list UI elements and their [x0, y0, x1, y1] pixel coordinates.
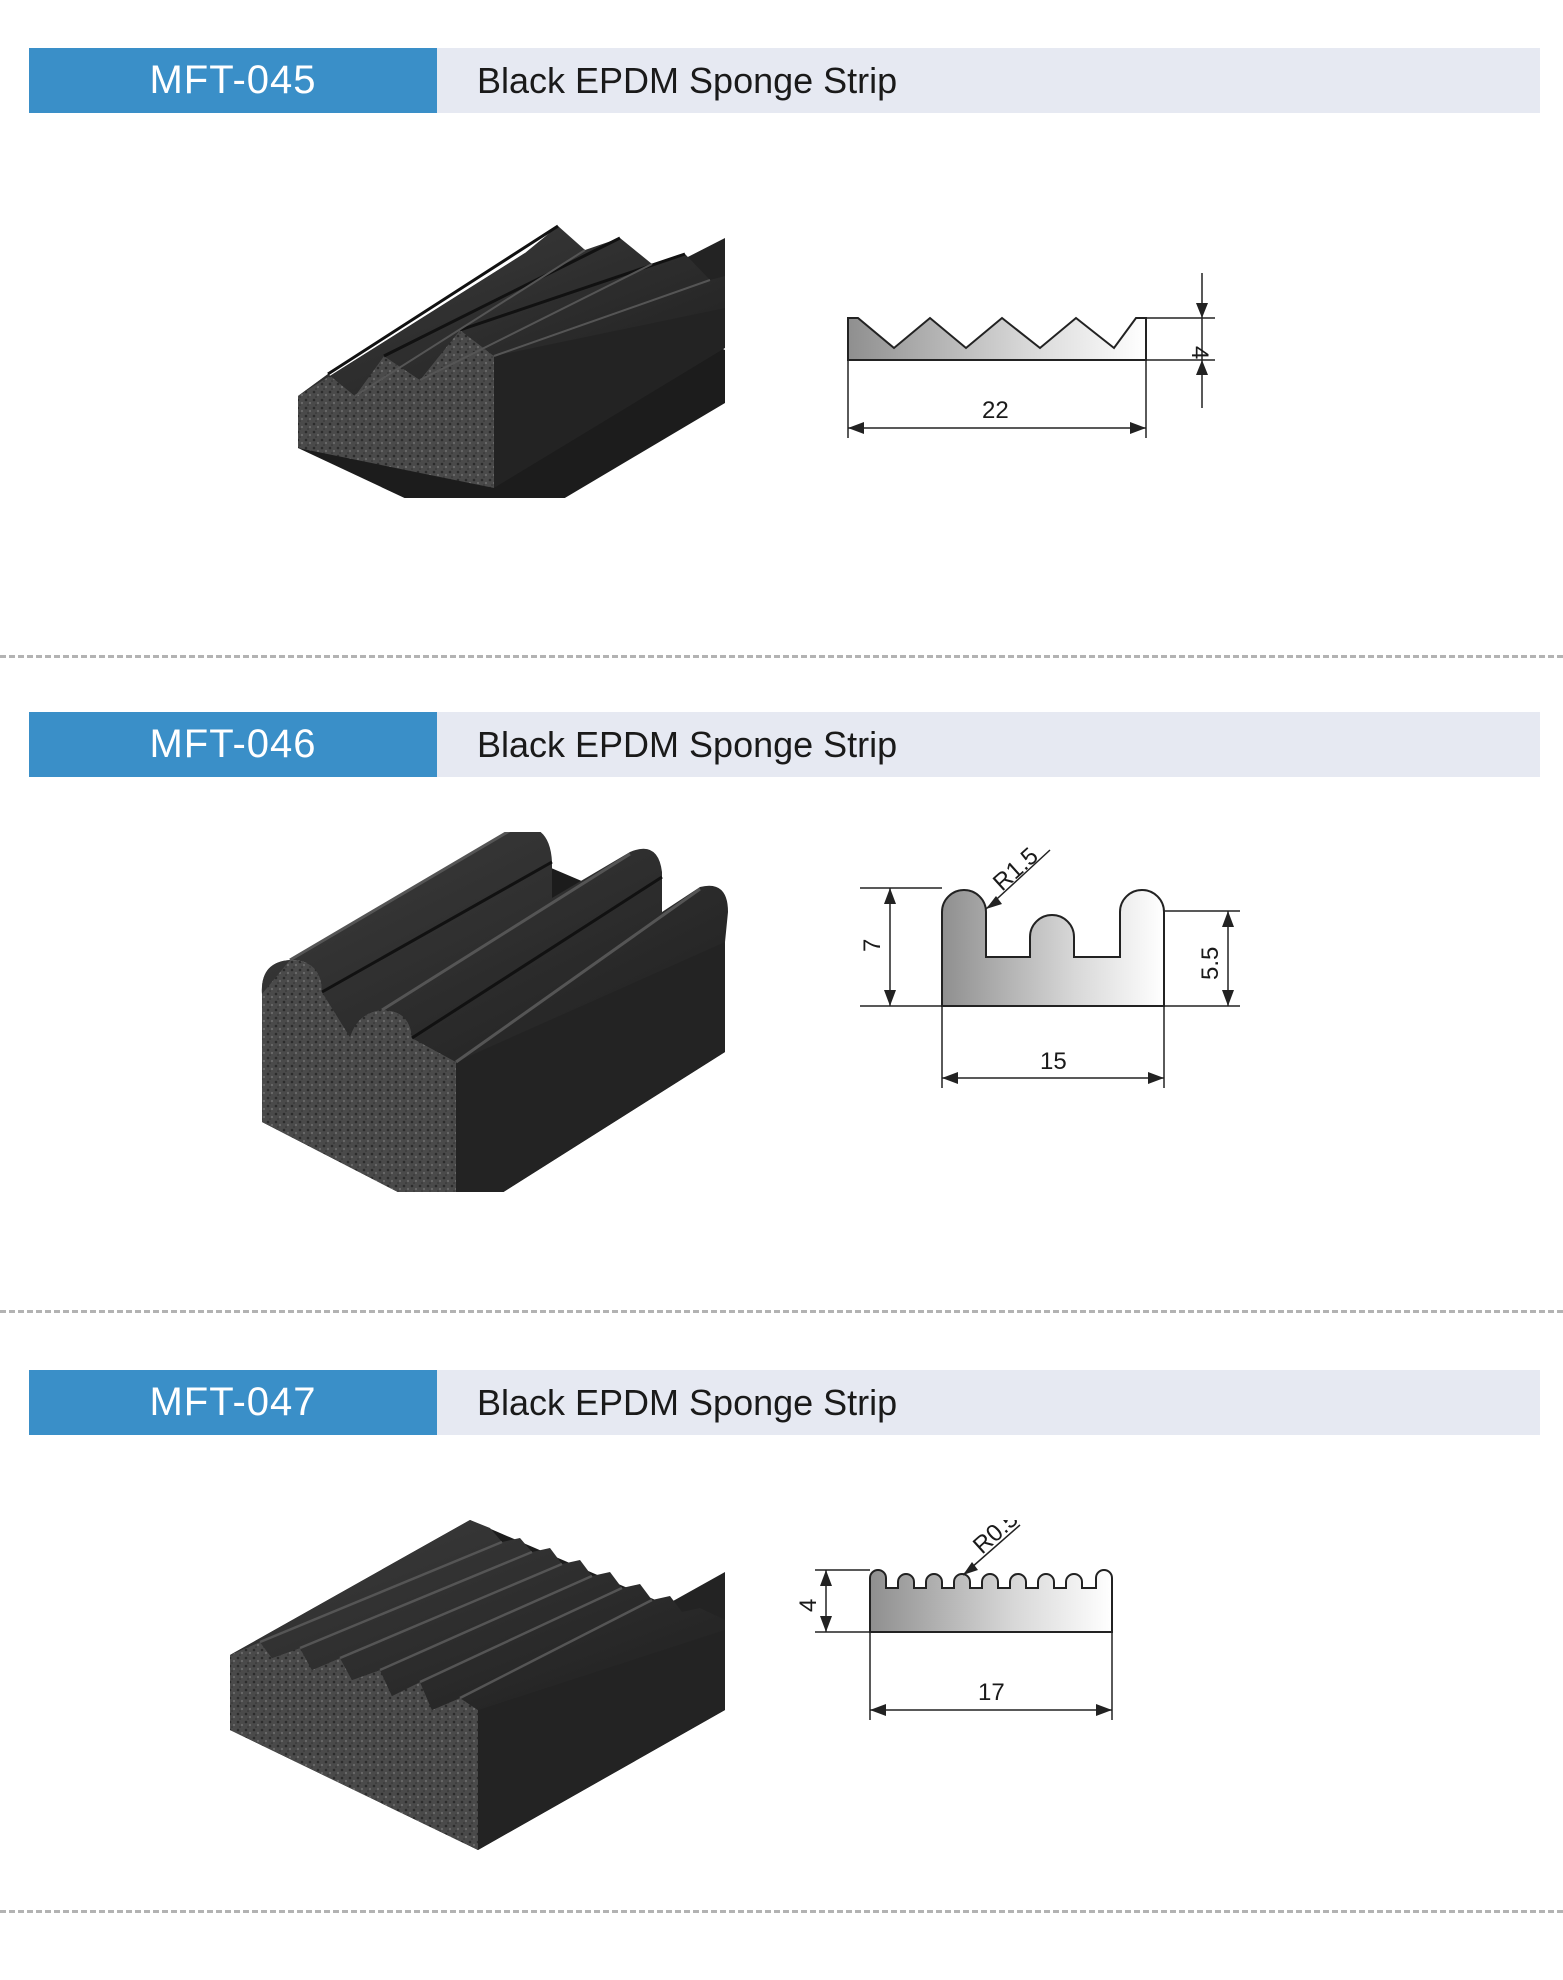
dim-width-label: 17	[978, 1679, 1005, 1706]
product-3d-image	[261, 832, 728, 1192]
dim-radius-label: R0.5	[968, 1520, 1024, 1559]
product-code-badge: MFT-046	[29, 712, 437, 777]
product-section-1: MFT-045 Black EPDM Sponge Strip 4 22	[0, 48, 1563, 668]
dim-height-label: 4	[1186, 346, 1213, 359]
dim-height-label: 4	[795, 1599, 822, 1612]
product-3d-image	[230, 1520, 725, 1850]
dim-inner-height-label: 5.5	[1197, 947, 1224, 980]
dim-width-label: 15	[1040, 1048, 1067, 1075]
dim-width-label: 22	[982, 397, 1009, 424]
product-section-3: MFT-047 Black EPDM Sponge Strip 4 17 R0.…	[0, 1370, 1563, 1950]
dim-height-label: 7	[859, 939, 886, 952]
profile-drawing: 4 17 R0.5	[795, 1520, 1113, 1720]
product-code-badge: MFT-045	[29, 48, 437, 113]
product-title: Black EPDM Sponge Strip	[477, 59, 898, 101]
dim-radius-label: R1.5	[988, 842, 1044, 896]
product-code-badge: MFT-047	[29, 1370, 437, 1435]
section-divider	[0, 1910, 1563, 1913]
product-3d-image	[298, 224, 725, 498]
section-divider	[0, 1310, 1563, 1313]
profile-drawing: 4 22	[847, 273, 1215, 438]
product-title: Black EPDM Sponge Strip	[477, 723, 898, 765]
section-divider	[0, 655, 1563, 658]
product-section-2: MFT-046 Black EPDM Sponge Strip 7 5.5 15…	[0, 712, 1563, 1312]
profile-drawing: 7 5.5 15 R1.5	[859, 842, 1240, 1088]
product-title: Black EPDM Sponge Strip	[477, 1381, 898, 1423]
